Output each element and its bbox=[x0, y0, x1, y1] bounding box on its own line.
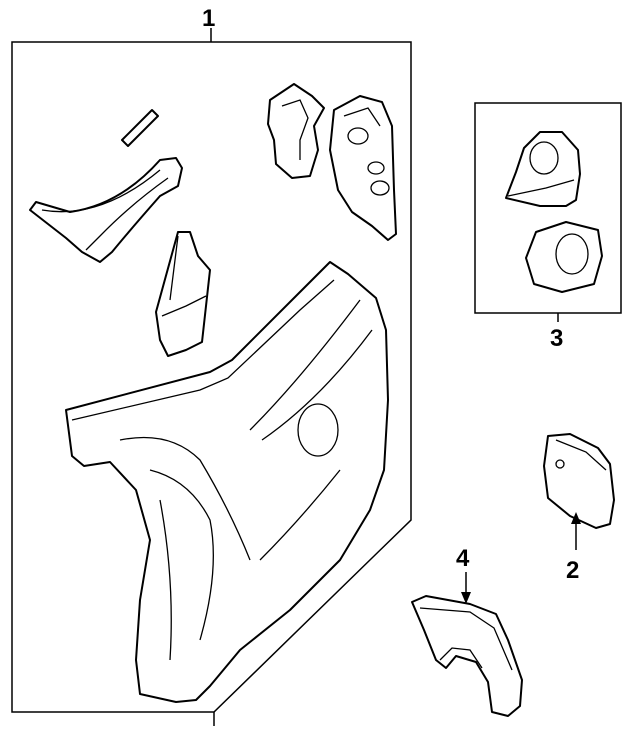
callout-1-label: 1 bbox=[202, 5, 215, 32]
callout-3-label: 3 bbox=[550, 325, 563, 352]
pin-part bbox=[121, 109, 159, 147]
callout-2-arrowhead bbox=[571, 512, 581, 524]
bushing-ring-part bbox=[525, 221, 603, 293]
upper-bracket-part bbox=[29, 157, 183, 263]
group-3-frame bbox=[474, 102, 622, 314]
corner-bracket-part bbox=[543, 433, 615, 529]
quarter-panel-part bbox=[65, 261, 389, 703]
callout-2-label: 2 bbox=[566, 557, 579, 584]
callout-4-arrowhead bbox=[461, 592, 471, 604]
upper-right-panel-part bbox=[267, 83, 325, 179]
middle-bracket-part bbox=[155, 231, 211, 357]
group-1-frame bbox=[11, 41, 412, 713]
mount-bracket-part bbox=[505, 131, 581, 207]
side-reinforcement-part bbox=[329, 95, 397, 241]
lower-extension-part bbox=[411, 595, 523, 717]
callout-4-label: 4 bbox=[456, 545, 470, 572]
